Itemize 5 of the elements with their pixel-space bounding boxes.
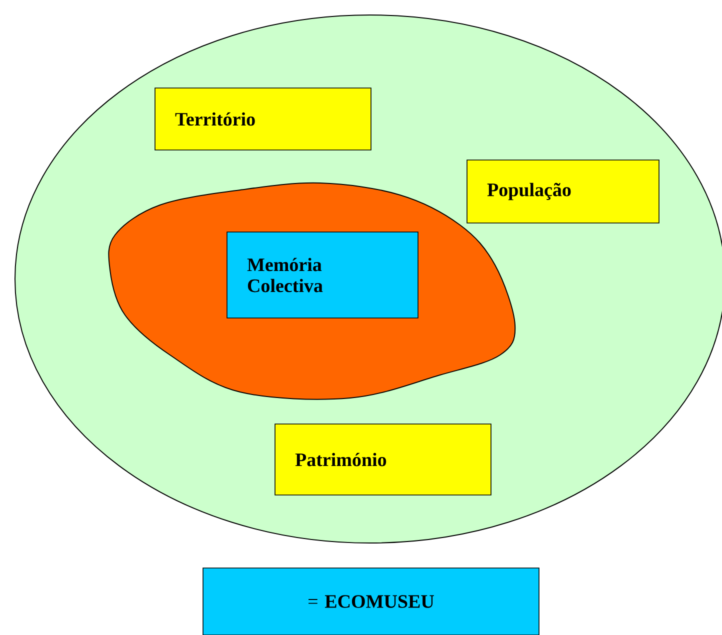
label-box: Património [274,424,492,496]
label-box: Memória Colectiva [226,232,418,318]
label-box: População [466,160,660,224]
label-box: Território [154,88,372,150]
label-box: = ECOMUSEU [202,568,540,635]
